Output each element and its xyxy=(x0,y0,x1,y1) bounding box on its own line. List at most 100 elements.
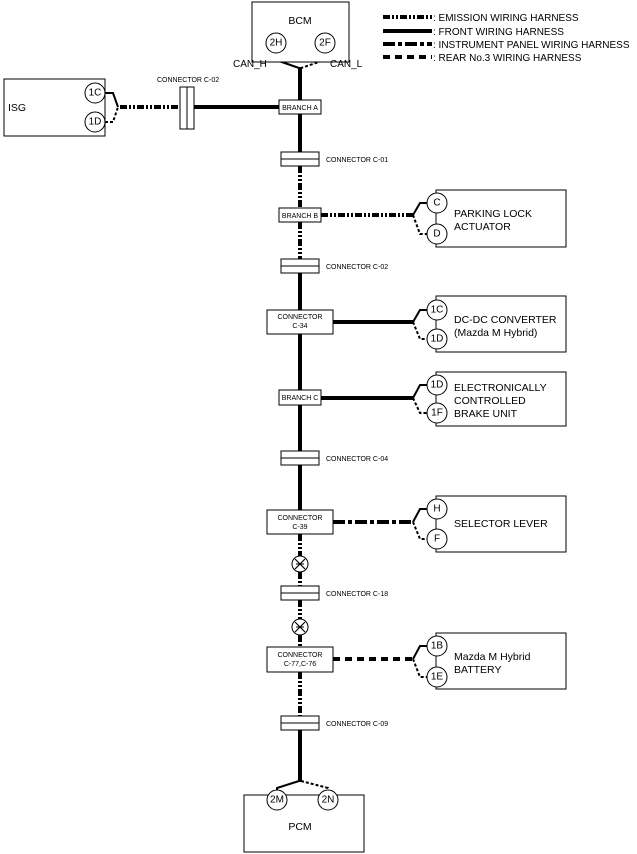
twisted-pair-icon xyxy=(291,555,309,573)
dcdc-label-1: DC-DC CONVERTER xyxy=(454,314,557,326)
can-l-label: CAN_L xyxy=(330,59,363,70)
pcm-label: PCM xyxy=(288,821,311,833)
connector-c09-label: CONNECTOR C-09 xyxy=(326,721,388,728)
connector-c34: CONNECTOR C-34 xyxy=(266,309,334,335)
battery-label-1: Mazda M Hybrid xyxy=(454,651,531,663)
connector-c34-label-2: C-34 xyxy=(292,323,307,330)
connector-c77-c76: CONNECTOR C-77,C-76 xyxy=(266,646,334,673)
isg-module: ISG 1C 1D xyxy=(3,78,106,137)
selector-label: SELECTOR LEVER xyxy=(454,518,548,530)
dcdc-pin-1d-label: 1D xyxy=(431,334,444,345)
isg-pin-1c xyxy=(84,82,106,104)
selector-pin-f xyxy=(426,528,448,550)
parking-label-1: PARKING LOCK xyxy=(454,208,532,220)
connector-c09 xyxy=(280,715,320,731)
brake-1d-wire xyxy=(412,384,427,399)
parking-lock-actuator: C D PARKING LOCK ACTUATOR xyxy=(426,189,567,248)
trunk-wires xyxy=(275,53,329,795)
selector-pin-h-label: H xyxy=(433,504,440,515)
parking-c-wire xyxy=(412,202,427,216)
parking-pin-c-label: C xyxy=(433,198,440,209)
connector-c04 xyxy=(280,450,320,466)
parking-pin-d xyxy=(426,223,448,245)
battery-pin-1b xyxy=(426,635,448,657)
battery-pin-1e-label: 1E xyxy=(431,672,444,683)
isg-connector-label: CONNECTOR C-02 xyxy=(157,77,219,84)
isg-pin-1c-label: 1C xyxy=(89,88,102,99)
brake-pin-1f-label: 1F xyxy=(431,408,443,419)
bcm-pin-2f-label: 2F xyxy=(319,38,331,49)
can-h-label: CAN_H xyxy=(233,59,267,70)
hybrid-battery: 1B 1E Mazda M Hybrid BATTERY xyxy=(426,632,567,690)
parking-label-2: ACTUATOR xyxy=(454,221,511,233)
connector-c02 xyxy=(280,258,320,274)
pcm-pin-2m-label: 2M xyxy=(270,795,284,806)
selector-pin-f-label: F xyxy=(434,534,440,545)
brake-unit: 1D 1F ELECTRONICALLY CONTROLLED BRAKE UN… xyxy=(426,371,567,427)
branch-a-label: BRANCH A xyxy=(282,105,318,112)
parking-d-wire xyxy=(412,214,427,235)
branch-wires xyxy=(105,92,427,678)
pcm-pin-2m xyxy=(266,789,288,811)
selector-pin-h xyxy=(426,498,448,520)
connector-c18 xyxy=(280,585,320,601)
selector-h-wire xyxy=(412,508,427,523)
dcdc-1c-wire xyxy=(412,309,427,323)
dcdc-1d-wire xyxy=(412,321,427,340)
dcdc-pin-1c-label: 1C xyxy=(431,305,444,316)
branch-c-label: BRANCH C xyxy=(282,395,319,402)
isg-1d-wire xyxy=(105,106,119,123)
selector-f-wire xyxy=(412,521,427,540)
isg-1c-wire xyxy=(105,92,119,108)
bcm-module: BCM 2H 2F xyxy=(251,1,350,63)
connector-c01 xyxy=(280,151,320,167)
connector-c34-label-1: CONNECTOR xyxy=(278,314,323,321)
legend-emission-label: : EMISSION WIRING HARNESS xyxy=(433,13,579,24)
branch-b: BRANCH B xyxy=(278,207,322,223)
dcdc-converter: 1C 1D DC-DC CONVERTER (Mazda M Hybrid) xyxy=(426,295,567,353)
isg-pin-1d xyxy=(84,111,106,133)
brake-label-1: ELECTRONICALLY xyxy=(454,382,547,394)
connector-c77-label-2: C-77,C-76 xyxy=(284,661,316,668)
isg-pin-1d-label: 1D xyxy=(89,117,102,128)
connector-c39: CONNECTOR C-39 xyxy=(266,509,334,535)
connector-c77-label-1: CONNECTOR xyxy=(278,652,323,659)
branch-b-label: BRANCH B xyxy=(282,213,319,220)
battery-pin-1e xyxy=(426,666,448,688)
brake-1f-wire xyxy=(412,397,427,414)
bcm-pin-2h-label: 2H xyxy=(270,38,283,49)
legend-rear-label: : REAR No.3 WIRING HARNESS xyxy=(433,53,582,64)
isg-label: ISG xyxy=(8,102,26,114)
legend-front-label: : FRONT WIRING HARNESS xyxy=(433,27,564,38)
brake-pin-1d-label: 1D xyxy=(431,380,444,391)
brake-label-3: BRAKE UNIT xyxy=(454,408,518,420)
battery-1e-wire xyxy=(412,658,427,678)
connector-c02-label: CONNECTOR C-02 xyxy=(326,264,388,271)
bcm-pin-2h xyxy=(265,32,287,54)
pcm-pin-2n-label: 2N xyxy=(322,795,335,806)
dcdc-pin-1c xyxy=(426,299,448,321)
pcm-pin-2n xyxy=(317,789,339,811)
twisted-pair-icon xyxy=(291,618,309,636)
legend: : EMISSION WIRING HARNESS : FRONT WIRING… xyxy=(383,13,630,64)
connector-c39-label-2: C-39 xyxy=(292,524,307,531)
battery-pin-1b-label: 1B xyxy=(431,641,444,652)
brake-pin-1d xyxy=(426,374,448,396)
brake-label-2: CONTROLLED xyxy=(454,395,526,407)
battery-label-2: BATTERY xyxy=(454,664,501,676)
selector-lever: H F SELECTOR LEVER xyxy=(426,495,567,553)
dcdc-pin-1d xyxy=(426,328,448,350)
bcm-pin-2f xyxy=(314,32,336,54)
connector-c18-label: CONNECTOR C-18 xyxy=(326,591,388,598)
battery-1b-wire xyxy=(412,645,427,660)
bcm-label: BCM xyxy=(288,15,311,27)
parking-pin-d-label: D xyxy=(433,229,440,240)
connector-c04-label: CONNECTOR C-04 xyxy=(326,456,388,463)
brake-pin-1f xyxy=(426,402,448,424)
connector-c39-label-1: CONNECTOR xyxy=(278,515,323,522)
parking-pin-c xyxy=(426,192,448,214)
pcm-module: PCM 2M 2N xyxy=(243,789,365,853)
branch-c: BRANCH C xyxy=(278,389,322,406)
legend-instrument-label: : INSTRUMENT PANEL WIRING HARNESS xyxy=(433,40,630,51)
